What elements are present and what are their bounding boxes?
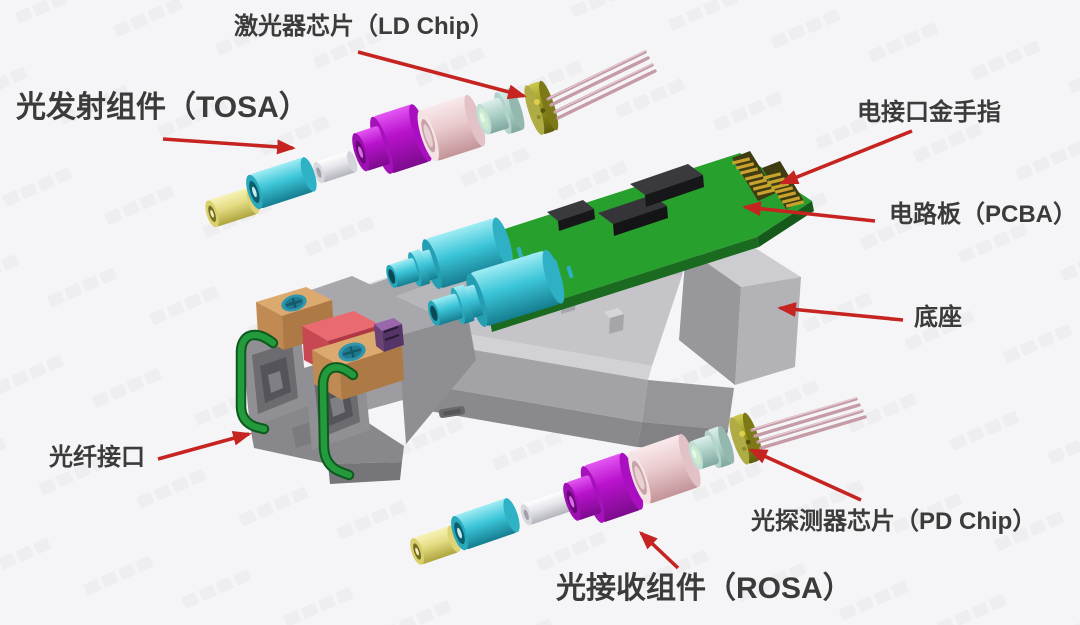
arrow-pd-chip [748, 448, 862, 502]
tosa-tocan-header [524, 80, 559, 135]
rosa-lens-cap-teal [688, 425, 735, 470]
label-base: 底座 [914, 304, 962, 331]
tosa-assembly [205, 50, 657, 228]
base-wall-slot [438, 405, 466, 419]
tosa-sleeve-cyan [246, 157, 317, 210]
rosa-pin-highlights [752, 397, 863, 442]
gold-fingers [731, 151, 805, 209]
arrow-gold-finger [779, 129, 913, 185]
tosa-pin-highlights [548, 50, 653, 112]
arrow-base [777, 302, 904, 322]
ld-chip-die [533, 98, 540, 105]
pcb-chip [630, 164, 704, 207]
rosa-header-pins [750, 397, 867, 450]
label-ld-chip: 激光器芯片（LD Chip） [234, 13, 494, 40]
fiber-interface-assembly [242, 276, 476, 484]
base-end-block-left [679, 248, 741, 385]
connector-purple [374, 318, 404, 352]
arrow-fiber-port [157, 430, 252, 461]
label-tosa: 光发射组件（TOSA） [16, 91, 309, 124]
tosa-ferrule-white [313, 151, 358, 184]
rosa-ring-pink [628, 433, 701, 505]
arrow-ld-chip [357, 50, 527, 100]
rosa-sleeve-yellow [410, 525, 461, 565]
tosa-ring-pink [417, 94, 486, 162]
screw-head-2 [338, 342, 366, 362]
pd-chip-die [739, 430, 746, 437]
label-pcba: 电路板（PCBA） [889, 201, 1078, 228]
bail-wire-right [317, 362, 359, 481]
pcb-chip [547, 200, 595, 231]
arrow-pcba [742, 201, 876, 223]
arrow-tosa [162, 137, 296, 155]
screw-head-1 [281, 294, 307, 312]
label-pd-chip: 光探测器芯片（PD Chip） [751, 508, 1037, 535]
rosa-assembly [410, 397, 867, 565]
lc-receptacle-lower [427, 249, 565, 327]
rosa-barrel-magenta [563, 452, 644, 524]
bail-wire-left [235, 329, 279, 435]
lc-port-1 [242, 326, 308, 428]
label-rosa: 光接收组件（ROSA） [556, 572, 853, 605]
base-near-wall [434, 344, 648, 422]
rosa-sleeve-cyan [451, 498, 520, 551]
tosa-lens-cap-teal [476, 87, 525, 135]
label-fiber-port: 光纤接口 [49, 444, 145, 471]
arrow-rosa [638, 531, 680, 570]
callout-arrows [157, 50, 913, 570]
label-gold-finger: 电接口金手指 [857, 99, 1001, 126]
